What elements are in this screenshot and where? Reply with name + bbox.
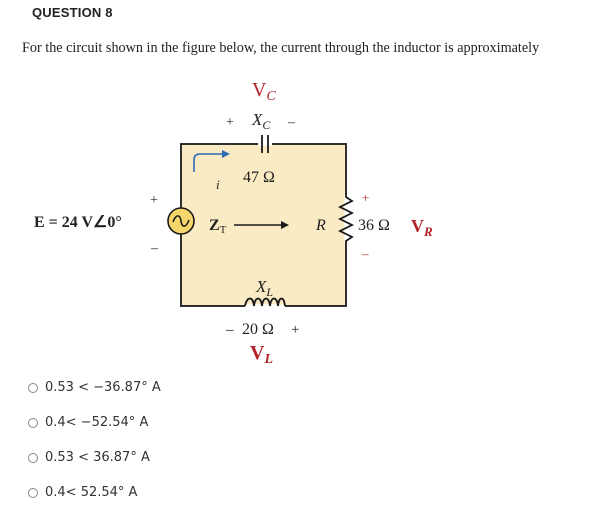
xc-value: 47 Ω [243, 169, 275, 186]
answer-option-label: 0.53 < 36.87° A [45, 450, 150, 465]
source-plus: + [150, 193, 158, 208]
capacitor-icon [261, 135, 269, 153]
xc-plus: + [226, 115, 234, 130]
radio-icon[interactable] [28, 452, 38, 463]
vr-plus: + [362, 190, 369, 205]
xl-minus: – [225, 322, 234, 338]
vc-label: VC [252, 79, 276, 104]
answer-option-label: 0.4< 52.54° A [45, 485, 138, 500]
circuit-diagram: VC + XC – i 47 Ω + E = 24 V∠0° – ZT R + … [34, 79, 433, 367]
answer-option-label: 0.53 < −36.87° A [45, 380, 161, 395]
xl-label: XL [255, 277, 273, 299]
xc-label: XC [251, 110, 271, 132]
xc-minus: – [287, 115, 296, 130]
inductor-icon [244, 297, 286, 307]
source-minus: – [150, 241, 159, 256]
resistor-icon [337, 194, 355, 244]
answer-option-3[interactable]: 0.53 < 36.87° A [28, 450, 150, 465]
current-arrow-icon [193, 150, 230, 172]
answer-option-1[interactable]: 0.53 < −36.87° A [28, 380, 161, 395]
vl-label: VL [250, 342, 273, 367]
question-title: QUESTION 8 [32, 5, 113, 20]
zt-label: ZT [209, 217, 227, 236]
xl-value: 20 Ω [242, 321, 274, 338]
xl-plus: + [291, 322, 299, 338]
r-value: 36 Ω [358, 217, 390, 234]
zt-arrow-icon [234, 221, 289, 229]
question-prompt: For the circuit shown in the figure belo… [22, 40, 540, 56]
vr-minus: – [361, 246, 369, 261]
answer-option-label: 0.4< −52.54° A [45, 415, 149, 430]
radio-icon[interactable] [28, 487, 38, 498]
current-label: i [216, 177, 220, 192]
radio-icon[interactable] [28, 417, 38, 428]
radio-icon[interactable] [28, 382, 38, 393]
answer-option-4[interactable]: 0.4< 52.54° A [28, 485, 137, 500]
r-label: R [315, 217, 326, 234]
source-label: E = 24 V∠0° [34, 214, 122, 231]
vr-label: VR [411, 216, 433, 239]
answer-option-2[interactable]: 0.4< −52.54° A [28, 415, 148, 430]
